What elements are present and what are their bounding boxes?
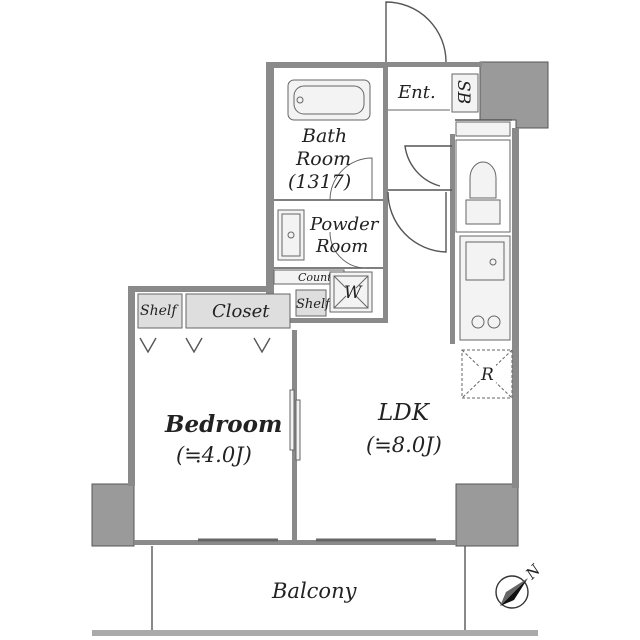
bedroom-label: Bedroom [164, 411, 282, 438]
small-shelf [295, 289, 327, 317]
sliding-door [289, 389, 301, 461]
toilet-door [404, 145, 452, 187]
stove-burner-2 [487, 315, 501, 329]
bath-label-2: Room [295, 148, 351, 170]
pillar-bottom-left [91, 483, 135, 547]
shoe-box-label: SB [453, 80, 473, 104]
powder-label-2: Room [315, 236, 368, 257]
bath-label-3: (1317) [288, 171, 351, 193]
refrigerator [461, 349, 513, 399]
kitchen-counter [459, 235, 511, 341]
bathtub [287, 79, 371, 121]
small-shelf-label: Shelf [296, 297, 332, 312]
bedroom-size: (≒4.0J) [176, 443, 252, 467]
ldk-label: LDK [377, 400, 431, 426]
closet-doors [139, 337, 271, 354]
shelf [137, 293, 183, 329]
refrigerator-label: R [480, 365, 494, 385]
closet [185, 293, 291, 329]
entrance-door [385, 1, 447, 63]
bath-label-1: Bath [301, 125, 347, 147]
stove-burner-1 [471, 315, 485, 329]
corridor-door [387, 191, 447, 253]
washer-label: W [344, 283, 363, 303]
toilet [465, 199, 501, 225]
compass-icon [495, 575, 529, 609]
ldk-size: (≒8.0J) [366, 433, 442, 457]
pillar-bottom-right [455, 483, 519, 547]
toilet-tank-shelf [455, 121, 511, 137]
pillar-top-right [479, 61, 549, 129]
closet-label: Closet [212, 301, 270, 322]
powder-label-1: Powder [309, 214, 380, 235]
shelf-label: Shelf [140, 303, 179, 319]
entrance-label: Ent. [397, 82, 436, 103]
balcony [92, 546, 538, 636]
balcony-label: Balcony [271, 579, 358, 603]
sink [465, 241, 505, 281]
toilet-area [455, 139, 511, 233]
shoe-box [451, 73, 479, 113]
